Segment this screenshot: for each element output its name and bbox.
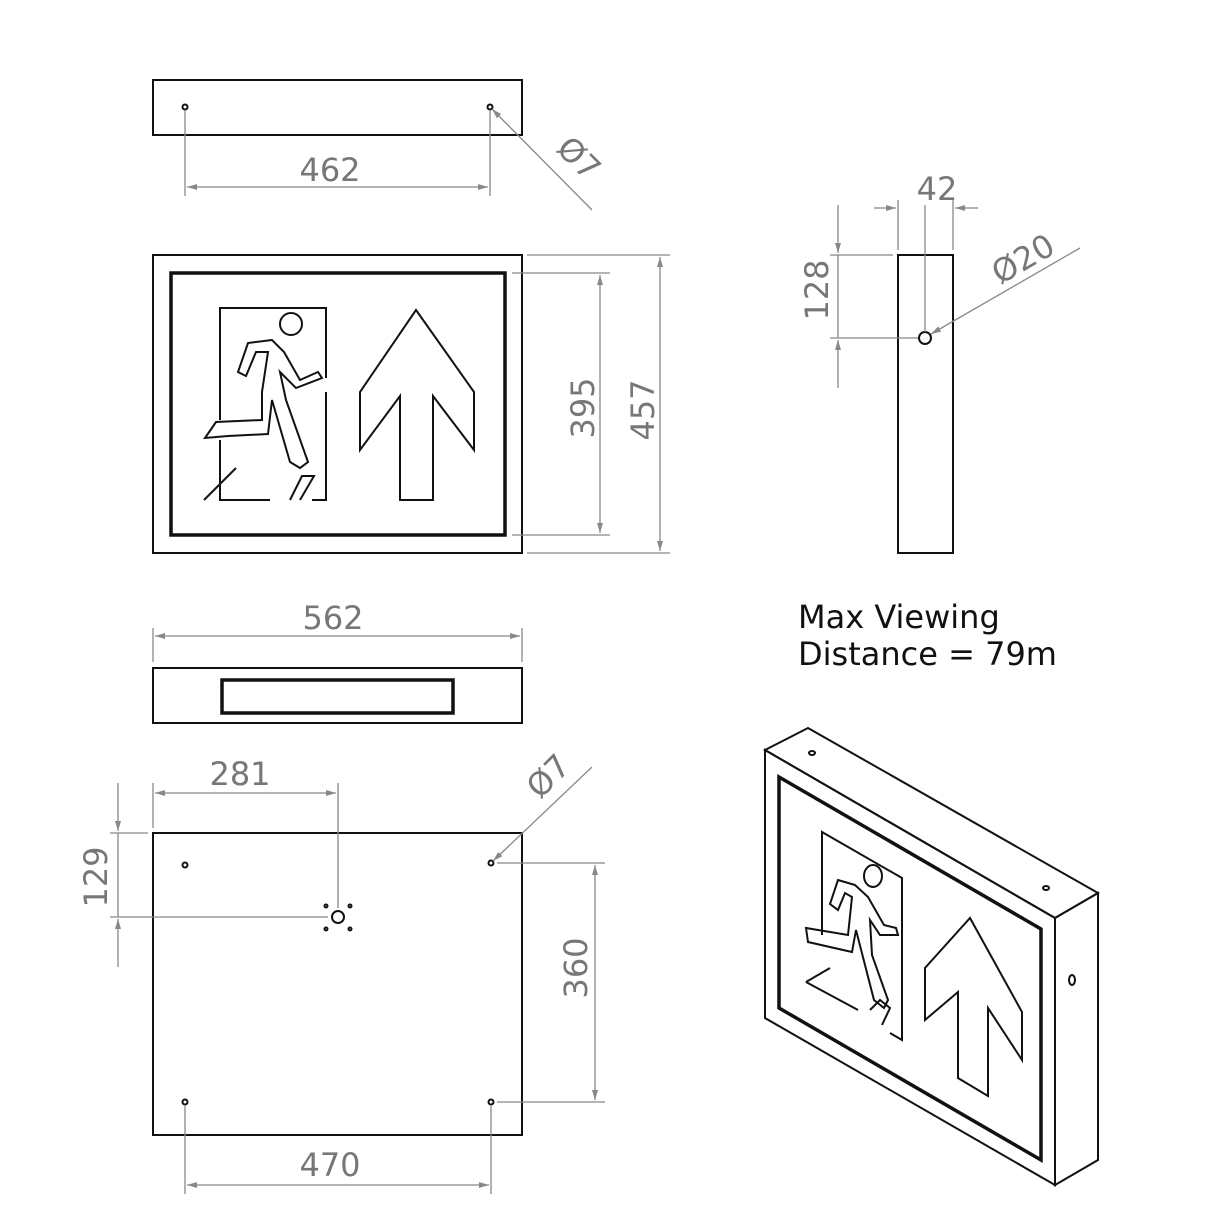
dim-42: 42 (917, 170, 958, 208)
arrow-up-icon (924, 916, 1023, 1098)
dim-457: 457 (624, 379, 662, 440)
side-view: 42 128 Ø20 (798, 170, 1081, 554)
dim-395: 395 (564, 377, 602, 438)
front-view: 395 457 (152, 254, 670, 554)
dim-hole-diameter-20: Ø20 (985, 226, 1061, 292)
bottom-view: 562 (152, 599, 523, 724)
isometric-view (762, 726, 1101, 1187)
dim-281: 281 (209, 755, 270, 793)
mount-hole (486, 103, 494, 111)
mount-hole (181, 103, 189, 111)
dim-462: 462 (299, 151, 360, 189)
dim-470: 470 (299, 1146, 360, 1184)
arrow-up-icon (359, 308, 475, 501)
dim-562: 562 (302, 599, 363, 637)
running-man-icon (804, 830, 903, 1042)
running-man-icon (202, 307, 327, 501)
note-line-2: Distance = 79m (798, 635, 1057, 673)
dim-hole-diameter-7: Ø7 (519, 747, 578, 806)
cable-entry-hole (918, 331, 932, 345)
dim-hole-diameter: Ø7 (549, 129, 608, 188)
cable-entry-hole (331, 910, 345, 924)
dim-128: 128 (798, 259, 836, 320)
dim-129: 129 (77, 846, 115, 907)
dim-360: 360 (557, 937, 595, 998)
note-line-1: Max Viewing (798, 598, 1000, 636)
top-view: 462 Ø7 (152, 79, 608, 211)
back-view: 281 129 360 470 Ø7 (77, 747, 605, 1194)
